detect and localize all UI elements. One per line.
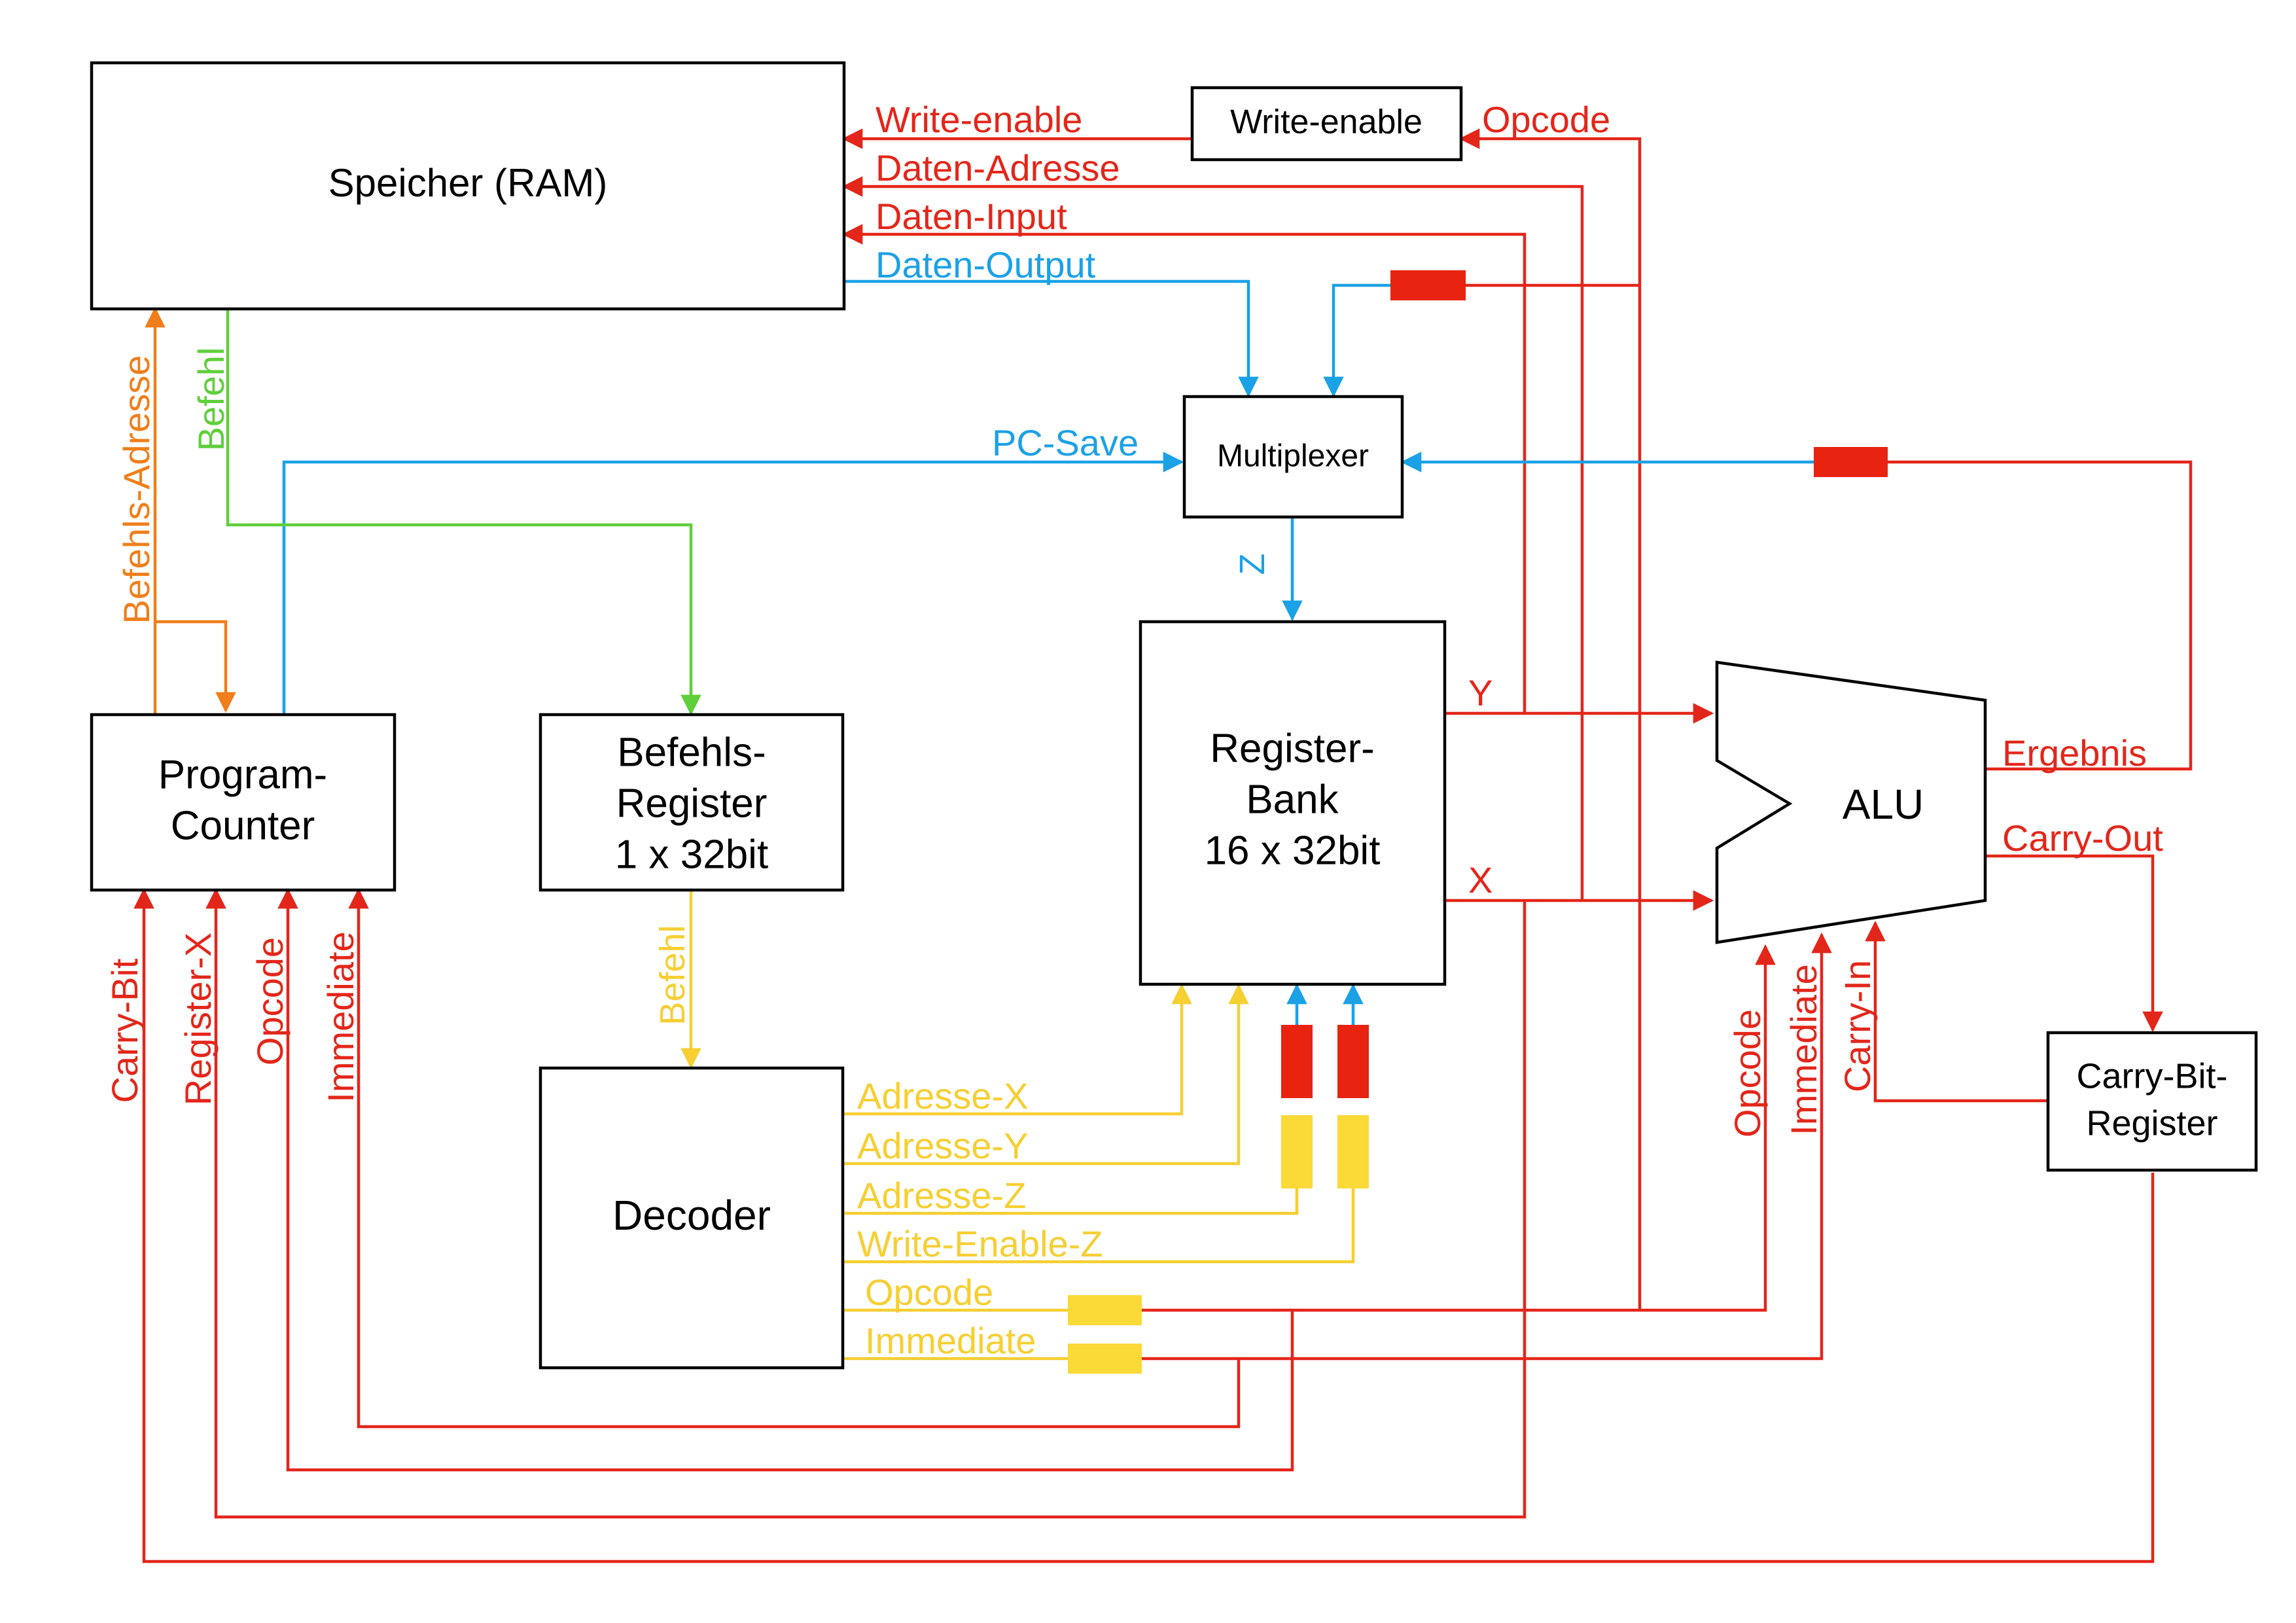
carry-bit-register-box: [2046, 1031, 2258, 1172]
label-immediate-pc: Immediate: [320, 931, 361, 1102]
label-carry-bit: Carry-Bit: [104, 958, 145, 1103]
befehls-register-box: [539, 713, 845, 892]
label-register-x: Register-X: [177, 933, 219, 1106]
program-counter-box: [90, 713, 397, 892]
multiplexer-box: [1182, 395, 1404, 519]
ergebnis-gate: [1814, 447, 1888, 477]
z-sel-gate-red: [1281, 1025, 1313, 1098]
ram-box: [90, 61, 846, 311]
wire-carry-in: [1865, 920, 2048, 1103]
label-ergebnis: Ergebnis: [2002, 732, 2147, 774]
wire-daten-input: [841, 224, 1527, 713]
alu-label: ALU: [1843, 781, 1924, 828]
wire-daten-output: [844, 279, 1259, 398]
pc-label-line1: Program-: [158, 752, 327, 797]
label-befehl-ir: Befehl: [653, 925, 692, 1025]
wire-carry-bit: [133, 887, 2155, 1563]
we-sel-gate-red: [1337, 1025, 1369, 1098]
write-enable-box: [1190, 86, 1463, 162]
we-sel-gate-yellow: [1337, 1115, 1369, 1188]
label-befehl-ram: Befehl: [190, 348, 232, 452]
pc-label-line2: Counter: [171, 803, 315, 848]
decoder-label: Decoder: [612, 1192, 771, 1239]
wire-adresse-x: [844, 983, 1192, 1116]
ram-label: Speicher (RAM): [328, 161, 608, 205]
label-write-enable-z: Write-Enable-Z: [857, 1223, 1103, 1264]
rb-label-line3: 16 x 32bit: [1205, 828, 1381, 873]
write-enable-box-label: Write-enable: [1230, 103, 1422, 141]
ir-label-line1: Befehls-: [617, 730, 766, 775]
mux-select-gate: [1390, 270, 1466, 300]
wire-write-enable-z: [844, 1188, 1355, 1264]
label-befehls-adresse: Befehls-Adresse: [116, 355, 157, 624]
alu-shape: [1715, 660, 1987, 944]
label-adresse-z: Adresse-Z: [857, 1175, 1026, 1216]
wire-adresse-z: [844, 1188, 1299, 1215]
wire-ergebnis: [1888, 460, 2193, 771]
wire-carry-out: [1985, 854, 2163, 1033]
label-opcode-pc: Opcode: [249, 937, 291, 1065]
wire-opcode-pc: [277, 887, 1294, 1472]
wire-befehls-adresse-loop: [155, 620, 236, 713]
wire-befehl-ram: [226, 309, 701, 716]
opcode-gate: [1068, 1295, 1142, 1325]
label-daten-input: Daten-Input: [875, 196, 1067, 237]
z-sel-gate-yellow: [1281, 1115, 1313, 1188]
wire-opcode-bus: [1142, 944, 1776, 1312]
decoder-box: [539, 1066, 845, 1370]
wire-opcode-to-write-enable: [1458, 128, 1642, 1309]
label-daten-adresse: Daten-Adresse: [875, 147, 1120, 188]
wire-adresse-y: [844, 983, 1249, 1166]
label-pc-save: PC-Save: [992, 422, 1139, 463]
wire-mux-select: [1323, 283, 1390, 398]
label-y: Y: [1468, 672, 1492, 713]
cb-label-line2: Register: [2086, 1103, 2217, 1143]
multiplexer-label: Multiplexer: [1217, 439, 1369, 474]
immediate-gate: [1068, 1344, 1142, 1374]
label-adresse-x: Adresse-X: [857, 1075, 1028, 1116]
label-immediate-dec: Immediate: [865, 1320, 1036, 1361]
register-bank-box: [1139, 620, 1447, 986]
label-carry-out: Carry-Out: [2002, 817, 2163, 859]
ir-label-line2: Register: [616, 781, 768, 826]
label-x: X: [1468, 859, 1492, 901]
wire-daten-adresse: [841, 176, 1584, 901]
wire-register-x: [205, 887, 1527, 1519]
label-carry-in: Carry-In: [1837, 960, 1878, 1092]
wire-immediate-pc: [348, 887, 1241, 1429]
rb-label-line1: Register-: [1210, 726, 1375, 771]
wire-immediate-bus: [1142, 932, 1832, 1361]
label-z: Z: [1233, 554, 1272, 575]
ir-label-line3: 1 x 32bit: [615, 832, 768, 877]
label-daten-output: Daten-Output: [875, 244, 1096, 285]
label-opcode-top: Opcode: [1482, 99, 1610, 140]
label-opcode-dec: Opcode: [865, 1272, 993, 1313]
cb-label-line1: Carry-Bit-: [2077, 1056, 2228, 1096]
rb-label-line2: Bank: [1246, 777, 1339, 822]
label-write-enable: Write-enable: [875, 99, 1082, 140]
label-adresse-y: Adresse-Y: [857, 1125, 1028, 1166]
label-immediate-alu: Immediate: [1783, 964, 1824, 1135]
wire-pc-save: [282, 452, 1184, 713]
label-opcode-alu: Opcode: [1727, 1009, 1768, 1137]
